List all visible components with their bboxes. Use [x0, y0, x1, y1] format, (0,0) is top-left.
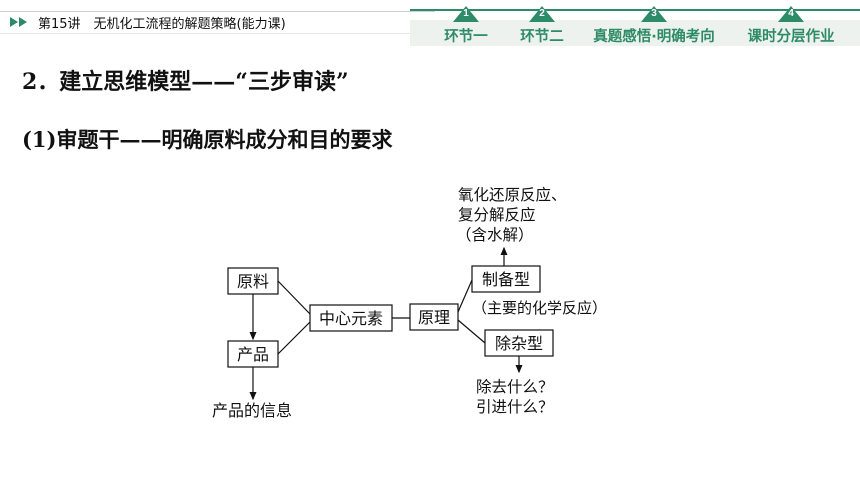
- nav-line: [410, 9, 860, 11]
- section-subtitle: (1)审题干——明确原料成分和目的要求: [22, 127, 393, 152]
- connector: [457, 319, 486, 344]
- nav-number: 1: [463, 8, 469, 19]
- reaction-types-line: 氧化还原反应、: [458, 185, 567, 204]
- nav-number: 2: [539, 8, 545, 19]
- nav-item-3[interactable]: 3 真题感悟·明确考向: [586, 6, 722, 46]
- connector: [277, 321, 311, 355]
- nav-number: 4: [788, 8, 794, 19]
- nav-label: 真题感悟·明确考向: [593, 29, 715, 45]
- nav-background: [410, 20, 860, 46]
- principle-label: 原理: [418, 308, 450, 327]
- reaction-types-line: 复分解反应: [458, 205, 536, 224]
- removal-question: 引进什么？: [476, 398, 554, 416]
- lesson-title: 第15讲 无机化工流程的解题策略(能力课): [38, 16, 286, 32]
- triangle-marker-icon: 3: [641, 6, 667, 22]
- nav-item-4[interactable]: 4 课时分层作业: [738, 6, 844, 46]
- nav-label: 环节一: [444, 29, 488, 45]
- nav-item-1[interactable]: 1 环节一: [438, 6, 494, 46]
- central-element-box: [309, 304, 393, 332]
- triangle-marker-icon: 1: [453, 6, 479, 22]
- product-label: 产品: [237, 345, 269, 364]
- product-box: [227, 340, 279, 368]
- section-title: 2．建立思维模型——“三步审读”: [22, 69, 349, 95]
- lesson-header: 第15讲 无机化工流程的解题策略(能力课): [0, 12, 286, 32]
- reaction-types-line: （含水解）: [456, 226, 534, 244]
- nav-label: 环节二: [520, 29, 564, 45]
- impurity-removal-type-label: 除杂型: [495, 334, 543, 353]
- nav-number: 3: [651, 8, 657, 19]
- removal-question: 除去什么？: [476, 378, 554, 396]
- preparation-type-box: [471, 265, 541, 293]
- thinking-model-diagram: 原料 产品 中心元素 原理 制备型 除杂型 （主要的化学反应） 氧化还原反应、 …: [212, 185, 607, 420]
- principle-box: [409, 303, 459, 331]
- triangle-marker-icon: 4: [778, 6, 804, 22]
- connector: [457, 279, 473, 313]
- triangle-marker-icon: 2: [529, 6, 555, 22]
- raw-material-label: 原料: [237, 272, 269, 291]
- double-arrow-icon: [10, 17, 27, 27]
- connector: [277, 280, 311, 315]
- central-element-label: 中心元素: [319, 309, 383, 328]
- main-reaction-label: （主要的化学反应）: [472, 299, 607, 317]
- nav-item-2[interactable]: 2 环节二: [514, 6, 570, 46]
- product-info-label: 产品的信息: [212, 401, 292, 420]
- divider: [0, 11, 435, 12]
- top-bar: 第15讲 无机化工流程的解题策略(能力课) 1 环节一 2 环节二 3 真题感悟…: [0, 0, 860, 46]
- preparation-type-label: 制备型: [482, 270, 530, 289]
- nav-label: 课时分层作业: [747, 29, 835, 45]
- divider: [0, 33, 435, 34]
